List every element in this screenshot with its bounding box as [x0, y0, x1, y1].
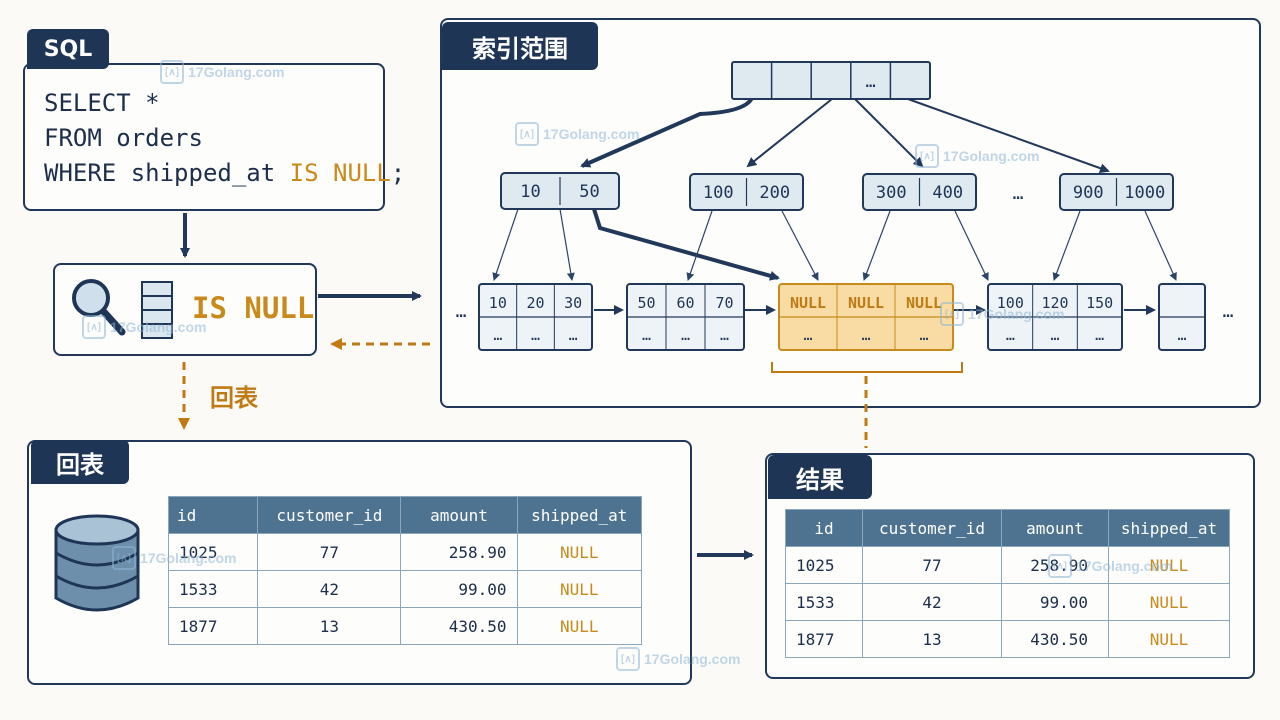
sql-line-1: SELECT *	[44, 89, 160, 117]
leaf-node-key: NULL	[906, 294, 942, 312]
sql-line-3: WHERE shipped_at IS NULL;	[44, 159, 406, 187]
leaf-node-value: …	[919, 326, 928, 344]
internal-node-key: 50	[579, 182, 599, 202]
tree-edges	[492, 96, 1177, 315]
sql-code: SELECT * FROM orders WHERE shipped_at IS…	[44, 86, 405, 191]
table-row: 1533 42 99.00 NULL	[167, 570, 643, 608]
back-lookup-arrow-label: 回表	[210, 384, 258, 412]
table-row: 1025 77 258.90 NULL	[785, 546, 1230, 584]
leaf-node-value: …	[803, 326, 812, 344]
sql-keyword-is-null: IS NULL	[289, 159, 391, 187]
leaf-node-key: NULL	[790, 294, 826, 312]
leaf-node-value: …	[861, 326, 870, 344]
internal-ellipsis: …	[1013, 183, 1024, 204]
leaf-node-key: 100	[997, 294, 1024, 312]
col-id: id	[167, 496, 259, 534]
table-row: 1877 13 430.50 NULL	[167, 607, 643, 645]
leaf-node-value: …	[531, 326, 540, 344]
internal-node: 900 1000	[1059, 173, 1174, 211]
table-row: 1533 42 99.00 NULL	[785, 583, 1230, 621]
leaf-node-key: 60	[676, 294, 694, 312]
col-customer-id: customer_id	[862, 509, 1002, 547]
leaf-node-value: …	[569, 326, 578, 344]
scan-condition-label: IS NULL	[192, 291, 315, 325]
sql-line-2: FROM orders	[44, 124, 203, 152]
leaf-node-key: 120	[1041, 294, 1068, 312]
internal-node: 10 50	[500, 172, 620, 210]
index-stack-icon	[141, 281, 173, 339]
leaf-node-null-range: NULL NULL NULL … … …	[778, 283, 954, 351]
internal-node-key: 300	[876, 183, 907, 203]
scan-panel	[53, 263, 317, 356]
internal-node-key: 100	[703, 183, 734, 203]
leaf-ellipsis-right: …	[1223, 301, 1234, 322]
internal-node-key: 400	[932, 183, 963, 203]
leaf-node: 100 120 150 … … …	[987, 283, 1123, 351]
tree-internal-nodes: 10 50 100 200 300 400 900 1000	[500, 172, 1174, 211]
col-shipped-at: shipped_at	[1108, 509, 1230, 547]
sql-tag: SQL	[27, 29, 109, 69]
table-row: 1877 13 430.50 NULL	[785, 620, 1230, 658]
col-id: id	[785, 509, 863, 547]
leaf-node-key: 70	[715, 294, 733, 312]
leaf-node-value: …	[1006, 326, 1015, 344]
result-header-row: id customer_id amount shipped_at	[785, 509, 1230, 547]
leaf-node-key: 150	[1086, 294, 1113, 312]
col-amount: amount	[400, 496, 518, 534]
magnifier-icon	[72, 279, 126, 336]
result-table: id customer_id amount shipped_at 1025 77…	[785, 509, 1230, 658]
col-customer-id: customer_id	[257, 496, 402, 534]
leaf-node-value: …	[720, 326, 729, 344]
leaf-node: 50 60 70 … … …	[626, 283, 745, 351]
back-lookup-header-row: id customer_id amount shipped_at	[167, 496, 643, 534]
table-row: 1025 77 258.90 NULL	[167, 533, 643, 571]
leaf-node-value: …	[493, 326, 502, 344]
leaf-node-value: …	[642, 326, 651, 344]
leaf-node-value: …	[1050, 326, 1059, 344]
leaf-node-key: 10	[489, 294, 507, 312]
root-node-key: …	[865, 72, 875, 92]
leaf-node-value: …	[1177, 326, 1186, 344]
root-node-box	[731, 61, 931, 100]
back-lookup-tag: 回表	[31, 440, 129, 484]
leaf-node-value: …	[1095, 326, 1104, 344]
back-lookup-table: id customer_id amount shipped_at 1025 77…	[167, 496, 643, 645]
internal-node: 300 400	[862, 173, 977, 211]
leaf-node-key: 50	[637, 294, 655, 312]
leaf-node: …	[1158, 283, 1206, 351]
internal-node: 100 200	[689, 173, 804, 211]
col-shipped-at: shipped_at	[516, 496, 643, 534]
sql-panel	[23, 63, 385, 211]
tree-root-node: …	[731, 61, 931, 100]
internal-node-key: 200	[759, 183, 790, 203]
internal-node-key: 10	[520, 182, 540, 202]
internal-node-key: 1000	[1124, 183, 1165, 203]
null-range-bracket	[771, 362, 963, 373]
index-range-tag: 索引范围	[442, 22, 598, 70]
database-icon	[54, 514, 140, 612]
leaf-ellipsis-left: …	[456, 301, 467, 322]
leaf-node-key: NULL	[848, 294, 884, 312]
result-tag: 结果	[768, 455, 872, 499]
leaf-node-key: 20	[526, 294, 544, 312]
internal-node-key: 900	[1073, 183, 1104, 203]
col-amount: amount	[1001, 509, 1109, 547]
leaf-node-key: 30	[564, 294, 582, 312]
leaf-node: 10 20 30 … … …	[478, 283, 593, 351]
leaf-node-value: …	[681, 326, 690, 344]
